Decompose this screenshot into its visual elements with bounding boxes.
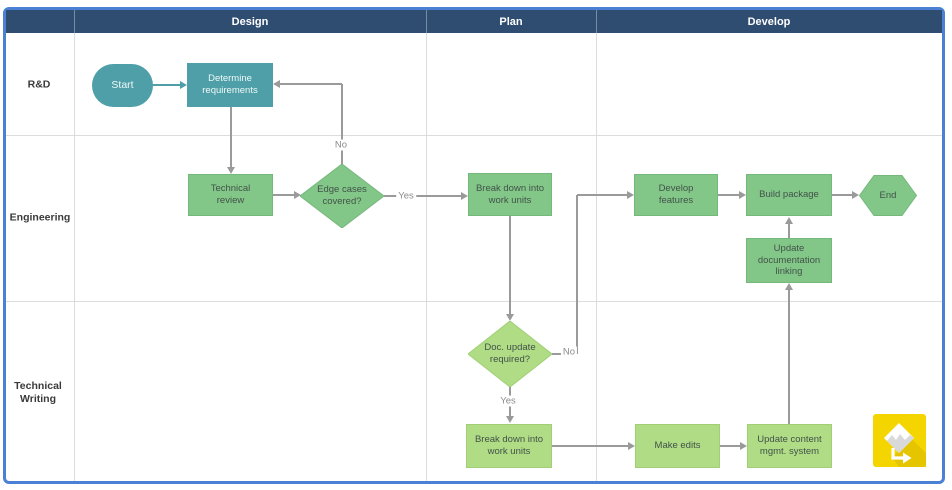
edge-label-yes: Yes	[498, 395, 518, 407]
connector-segment	[273, 194, 296, 196]
phase-header-develop: Develop	[596, 10, 942, 33]
decision-diamond-icon	[300, 164, 384, 228]
phase-header-develop-label: Develop	[747, 15, 791, 28]
decision-diamond-icon	[468, 321, 552, 387]
header-divider	[596, 10, 597, 33]
connector-segment	[577, 194, 627, 196]
edge-label-yes: Yes	[396, 190, 416, 202]
shape-update-documentation-linking-label: Update documentation linking	[757, 243, 821, 278]
shape-make-edits: Make edits	[635, 424, 720, 468]
connector-segment	[788, 290, 790, 424]
lane-label-technical-writing: Technical Writing	[14, 379, 62, 405]
connector-segment	[280, 83, 342, 85]
shape-update-content-mgmt-system-label: Update content mgmt. system	[757, 434, 822, 457]
arrowhead-icon	[506, 416, 514, 423]
shape-develop-features: Develop features	[634, 174, 718, 216]
edge-label-no: No	[560, 346, 578, 358]
terminator-hexagon-icon	[859, 175, 917, 216]
lane-divider	[6, 301, 942, 302]
arrowhead-icon	[739, 191, 746, 199]
shape-determine-requirements: Determine requirements	[187, 63, 273, 107]
shape-doc-update-required-label: Doc. update required?	[484, 342, 536, 365]
phase-header-plan: Plan	[426, 10, 596, 33]
connector-segment	[509, 216, 511, 316]
shape-break-down-work-units-writing-label: Break down into work units	[474, 434, 544, 457]
shape-break-down-work-units-plan-label: Break down into work units	[475, 182, 545, 206]
connector-segment	[230, 107, 232, 169]
connector-segment	[720, 445, 741, 447]
shape-make-edits-label: Make edits	[654, 440, 701, 452]
shape-doc-update-required: Doc. update required?	[468, 321, 552, 387]
connector-segment	[552, 445, 629, 447]
connector-segment	[576, 195, 578, 354]
connector-segment	[341, 84, 343, 164]
shape-start-label: Start	[111, 79, 134, 92]
arrowhead-icon	[227, 167, 235, 174]
arrowhead-icon	[785, 283, 793, 290]
shape-end-label: End	[879, 189, 897, 201]
shape-edge-cases-covered-label: Edge cases covered?	[317, 184, 367, 207]
flowchart-app-logo-icon	[873, 414, 926, 467]
connector-segment	[384, 195, 462, 197]
shape-end: End	[859, 175, 917, 216]
lane-divider	[6, 135, 942, 136]
arrowhead-icon	[852, 191, 859, 199]
header-divider	[74, 10, 75, 33]
phase-header-band	[6, 10, 942, 33]
arrowhead-icon	[461, 192, 468, 200]
shape-develop-features-label: Develop features	[658, 183, 694, 206]
shape-update-documentation-linking: Update documentation linking	[746, 238, 832, 283]
shape-break-down-work-units-writing: Break down into work units	[466, 424, 552, 468]
lane-label-engineering: Engineering	[9, 211, 71, 224]
column-divider	[74, 33, 75, 481]
shape-start: Start	[92, 64, 153, 107]
shape-update-content-mgmt-system: Update content mgmt. system	[747, 424, 832, 468]
shape-build-package: Build package	[746, 174, 832, 216]
phase-header-design: Design	[74, 10, 426, 33]
arrowhead-icon	[273, 80, 280, 88]
column-divider	[426, 33, 427, 481]
column-divider	[596, 33, 597, 481]
flowchart-app-logo	[873, 414, 926, 467]
phase-header-plan-label: Plan	[499, 15, 523, 28]
shape-technical-review-label: Technical review	[210, 183, 251, 206]
shape-build-package-label: Build package	[759, 189, 819, 201]
connector-segment	[718, 194, 739, 196]
phase-header-design-label: Design	[231, 15, 269, 28]
edge-label-no: No	[332, 139, 350, 151]
header-divider	[426, 10, 427, 33]
connector-segment	[153, 84, 181, 86]
connector-segment	[788, 224, 790, 238]
shape-determine-requirements-label: Determine requirements	[202, 73, 258, 96]
lane-label-rnd: R&D	[27, 78, 51, 91]
arrowhead-icon	[294, 191, 301, 199]
arrowhead-icon	[628, 442, 635, 450]
arrowhead-icon	[180, 81, 187, 89]
arrowhead-icon	[627, 191, 634, 199]
shape-technical-review: Technical review	[188, 174, 273, 216]
shape-break-down-work-units-plan: Break down into work units	[468, 173, 552, 216]
connector-segment	[832, 194, 852, 196]
arrowhead-icon	[785, 217, 793, 224]
arrowhead-icon	[506, 314, 514, 321]
arrowhead-icon	[740, 442, 747, 450]
shape-edge-cases-covered: Edge cases covered?	[300, 164, 384, 228]
